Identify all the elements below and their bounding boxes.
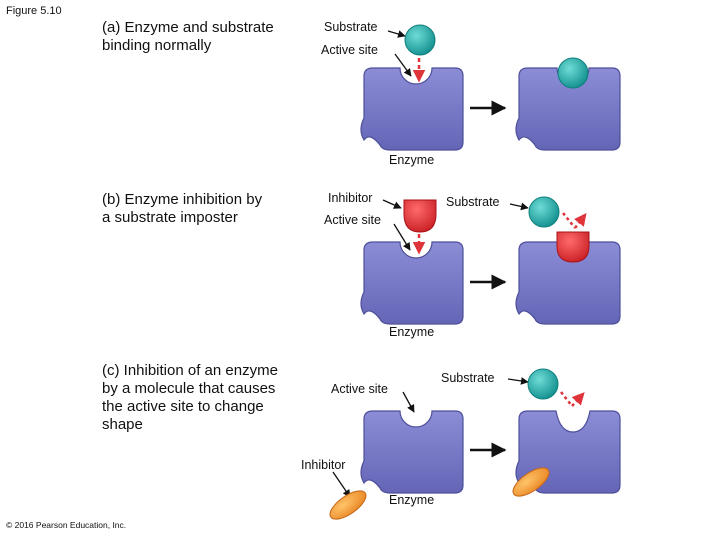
panel-c-inhibitor-bound — [512, 467, 550, 497]
panel-c-substrate — [527, 368, 559, 400]
panel-c-substrate-pointer — [507, 377, 529, 385]
panel-b-blocked-arrow-2 — [573, 213, 587, 229]
panel-c-heading: (c) Inhibition of an enzyme by a molecul… — [102, 362, 278, 433]
panel-a-active-site-pointer — [394, 53, 412, 77]
panel-a-substrate-bound — [557, 57, 589, 89]
panel-b-substrate-label: Substrate — [446, 195, 500, 209]
panel-b-active-site-label: Active site — [324, 213, 381, 227]
panel-a-substrate-left — [404, 24, 436, 56]
panel-c-inhibitor-left — [329, 490, 367, 520]
panel-c-blocked-arrow-2 — [571, 392, 585, 407]
panel-b-inhibitor-left — [403, 199, 437, 233]
panel-a-enzyme-label: Enzyme — [389, 153, 435, 167]
panel-b-enzyme-left — [360, 241, 464, 325]
panel-c-inhibitor-pointer — [332, 471, 351, 498]
panel-b-graphics — [360, 196, 621, 325]
panel-b-blocked-arrow-1 — [562, 212, 576, 229]
copyright-notice: © 2016 Pearson Education, Inc. — [6, 520, 127, 530]
panel-c-enzyme-left — [360, 410, 464, 494]
panel-a-enzyme-left — [360, 67, 464, 151]
figure-label: Figure 5.10 — [6, 5, 62, 17]
panel-b-heading: (b) Enzyme inhibition by a substrate imp… — [102, 191, 263, 226]
panel-b-active-site-pointer — [393, 223, 411, 251]
panel-a-graphics — [360, 24, 621, 151]
panel-c-inhibitor-label: Inhibitor — [301, 458, 346, 472]
panel-b-inhibitor-label: Inhibitor — [328, 191, 373, 205]
panel-c-active-site-pointer — [402, 391, 415, 413]
panel-a-active-site-label: Active site — [321, 43, 378, 57]
panel-a-substrate-pointer — [387, 30, 406, 38]
panel-c-substrate-label: Substrate — [441, 371, 495, 385]
panel-b-substrate-blocked — [528, 196, 560, 228]
panel-c-graphics — [329, 368, 621, 520]
panel-b-inhibitor-pointer — [382, 199, 402, 209]
panel-b-substrate-pointer — [509, 202, 529, 211]
panel-c-blocked-arrow-1 — [560, 391, 573, 407]
panel-a-substrate-label: Substrate — [324, 20, 378, 34]
panel-c-active-site-label: Active site — [331, 382, 388, 396]
panel-c-enzyme-label: Enzyme — [389, 493, 435, 507]
panel-b-enzyme-label: Enzyme — [389, 325, 435, 339]
panel-a-heading: (a) Enzyme and substrate binding normall… — [102, 19, 274, 54]
panel-b-inhibitor-bound — [556, 231, 590, 263]
